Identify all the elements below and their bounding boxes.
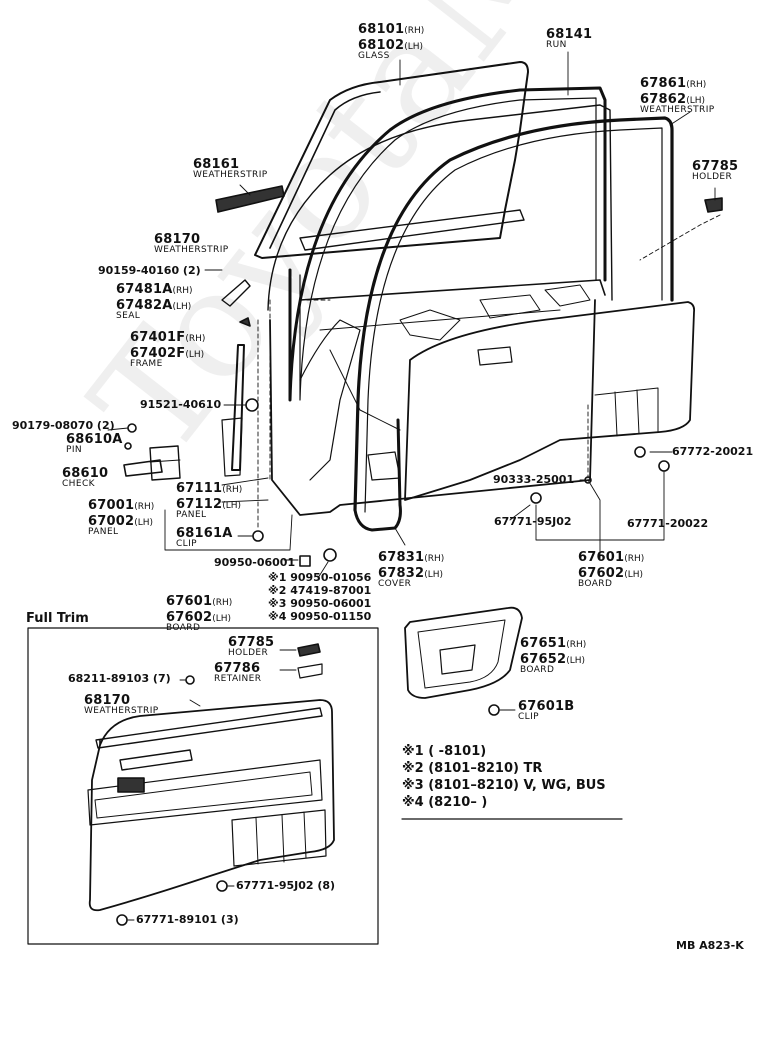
callout-board-full: 67601(RH) 67602(LH) BOARD — [166, 594, 233, 633]
guide-lines — [257, 214, 721, 531]
note-3: ※3 (8101–8210) V, WG, BUS — [402, 778, 606, 793]
callout-retainer: 67786 RETAINER — [214, 661, 262, 684]
check-drawing — [123, 423, 181, 481]
callout-clip-95j02-8: 67771-95J02 (8) — [236, 879, 336, 892]
callout-clip-20021: 67772-20021 — [672, 445, 754, 458]
callout-glass-weatherstrip: 68161 WEATHERSTRIP — [193, 157, 268, 180]
window-glass-drawing — [254, 61, 529, 259]
callout-clip-b: 67601B CLIP — [518, 699, 575, 722]
holder-drawing — [704, 197, 723, 213]
reference-code: MB A823-K — [676, 939, 744, 952]
variant-3: ※3 90950-06001 — [268, 597, 372, 610]
callout-clip-20022: 67771-20022 — [627, 517, 709, 530]
seal-drawing — [221, 279, 251, 327]
callout-upper-panel: 67111(RH) 67112(LH) PANEL — [176, 481, 243, 520]
callout-door-panel: 67001(RH) 67002(LH) PANEL — [88, 498, 155, 537]
callout-clip-89101: 67771-89101 (3) — [136, 913, 239, 926]
callout-pin: 68610A PIN — [66, 432, 123, 455]
variant-1: ※1 90950-01056 — [268, 571, 372, 584]
plug-drawing — [245, 398, 259, 412]
callout-check: 68610 CHECK — [62, 466, 109, 489]
variant-4: ※4 90950-01150 — [268, 610, 372, 623]
callout-clip-95j02: 67771-95J02 — [494, 515, 572, 528]
callout-clip-89103: 68211-89103 (7) — [68, 672, 171, 685]
note-4: ※4 (8210– ) — [402, 795, 488, 810]
trim-board-drawing — [404, 301, 696, 501]
notes-list: ※1 ( -8101) ※2 (8101–8210) TR ※3 (8101–8… — [402, 745, 606, 809]
frame-drawing — [221, 344, 245, 477]
callout-board: 67601(RH) 67602(LH) BOARD — [578, 550, 645, 589]
full-trim-title: Full Trim — [26, 611, 89, 626]
callout-frame: 67401F(RH) 67402F(LH) FRAME — [130, 330, 206, 369]
callout-run: 68141 RUN — [546, 27, 593, 50]
callout-clip-25001: 90333-25001 — [493, 473, 575, 486]
glass-weatherstrip-drawing — [215, 185, 285, 213]
variant-2: ※2 47419-87001 — [268, 584, 372, 597]
note-2: ※2 (8101–8210) TR — [402, 761, 543, 776]
full-trim-leaders — [127, 649, 297, 921]
callout-door-weatherstrip: 67861(RH) 67862(LH) WEATHERSTRIP — [640, 76, 715, 115]
run-channel-drawing — [288, 86, 607, 402]
callout-hole-plug: 90950-06001 — [214, 556, 296, 569]
callout-holder-full: 67785 HOLDER — [228, 635, 275, 658]
note-1: ※1 ( -8101) — [402, 744, 487, 759]
callout-plug: 91521-40610 — [140, 398, 222, 411]
callout-holder-top: 67785 HOLDER — [692, 159, 739, 182]
callout-board-lower: 67651(RH) 67652(LH) BOARD — [520, 636, 587, 675]
variant-list: ※1 90950-01056 ※2 47419-87001 ※3 90950-0… — [268, 572, 371, 622]
callout-screw: 90159-40160 (2) — [98, 264, 201, 277]
full-trim-frame — [27, 627, 379, 945]
inner-weatherstrip-drawing — [299, 209, 525, 251]
callout-bolt: 90179-08070 (2) — [12, 419, 115, 432]
callout-seal: 67481A(RH) 67482A(LH) SEAL — [116, 282, 193, 321]
callout-inner-weatherstrip: 68170 WEATHERSTRIP — [154, 232, 229, 255]
callout-cover: 67831(RH) 67832(LH) COVER — [378, 550, 445, 589]
callout-ws-full: 68170 WEATHERSTRIP — [84, 693, 159, 716]
full-trim-board-drawing — [87, 643, 335, 926]
callout-glass: 68101(RH) 68102(LH) GLASS — [358, 22, 425, 61]
lower-board-drawing — [404, 606, 523, 716]
door-panel-drawing — [267, 104, 613, 516]
leader-lines — [107, 51, 716, 579]
callout-clip-a: 68161A CLIP — [176, 526, 233, 549]
